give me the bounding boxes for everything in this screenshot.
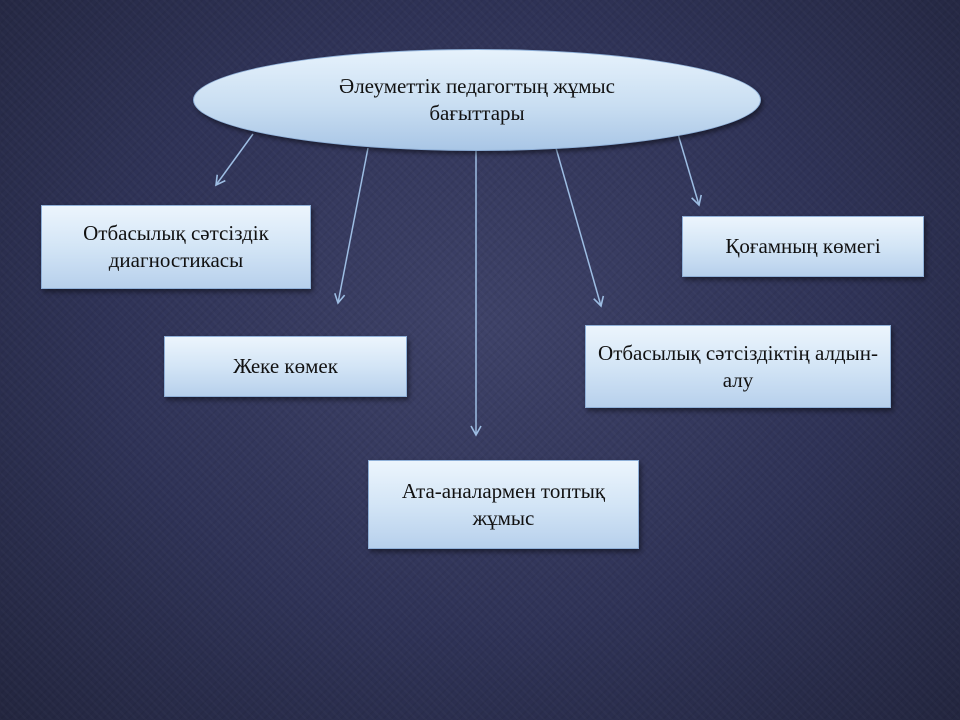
arrow-to-individual-help — [334, 147, 369, 305]
arrow-to-diagnostics — [215, 133, 254, 187]
node-social-help: Қоғамның көмегі — [682, 216, 924, 277]
node-label: Жеке көмек — [233, 354, 338, 378]
node-family-failure-prevention: Отбасылық сәтсіздіктің алдын-алу — [585, 325, 891, 408]
node-individual-help: Жеке көмек — [164, 336, 407, 397]
arrow-to-social-help — [677, 133, 703, 207]
node-group-work-with-parents: Ата-аналармен топтық жұмыс — [368, 460, 639, 549]
node-label: Қоғамның көмегі — [725, 234, 881, 258]
node-label: Отбасылық сәтсіздік диагностикасы — [83, 221, 269, 272]
node-label: Ата-аналармен топтық жұмыс — [401, 478, 606, 530]
root-ellipse: Әлеуметтік педагогтың жұмыс бағыттары — [193, 49, 761, 151]
arrow-to-prevention — [555, 147, 605, 308]
root-label: Әлеуметтік педагогтың жұмыс бағыттары — [339, 74, 615, 125]
node-label: Отбасылық сәтсіздіктің алдын-алу — [598, 340, 878, 392]
node-family-failure-diagnostics: Отбасылық сәтсіздік диагностикасы — [41, 205, 311, 289]
